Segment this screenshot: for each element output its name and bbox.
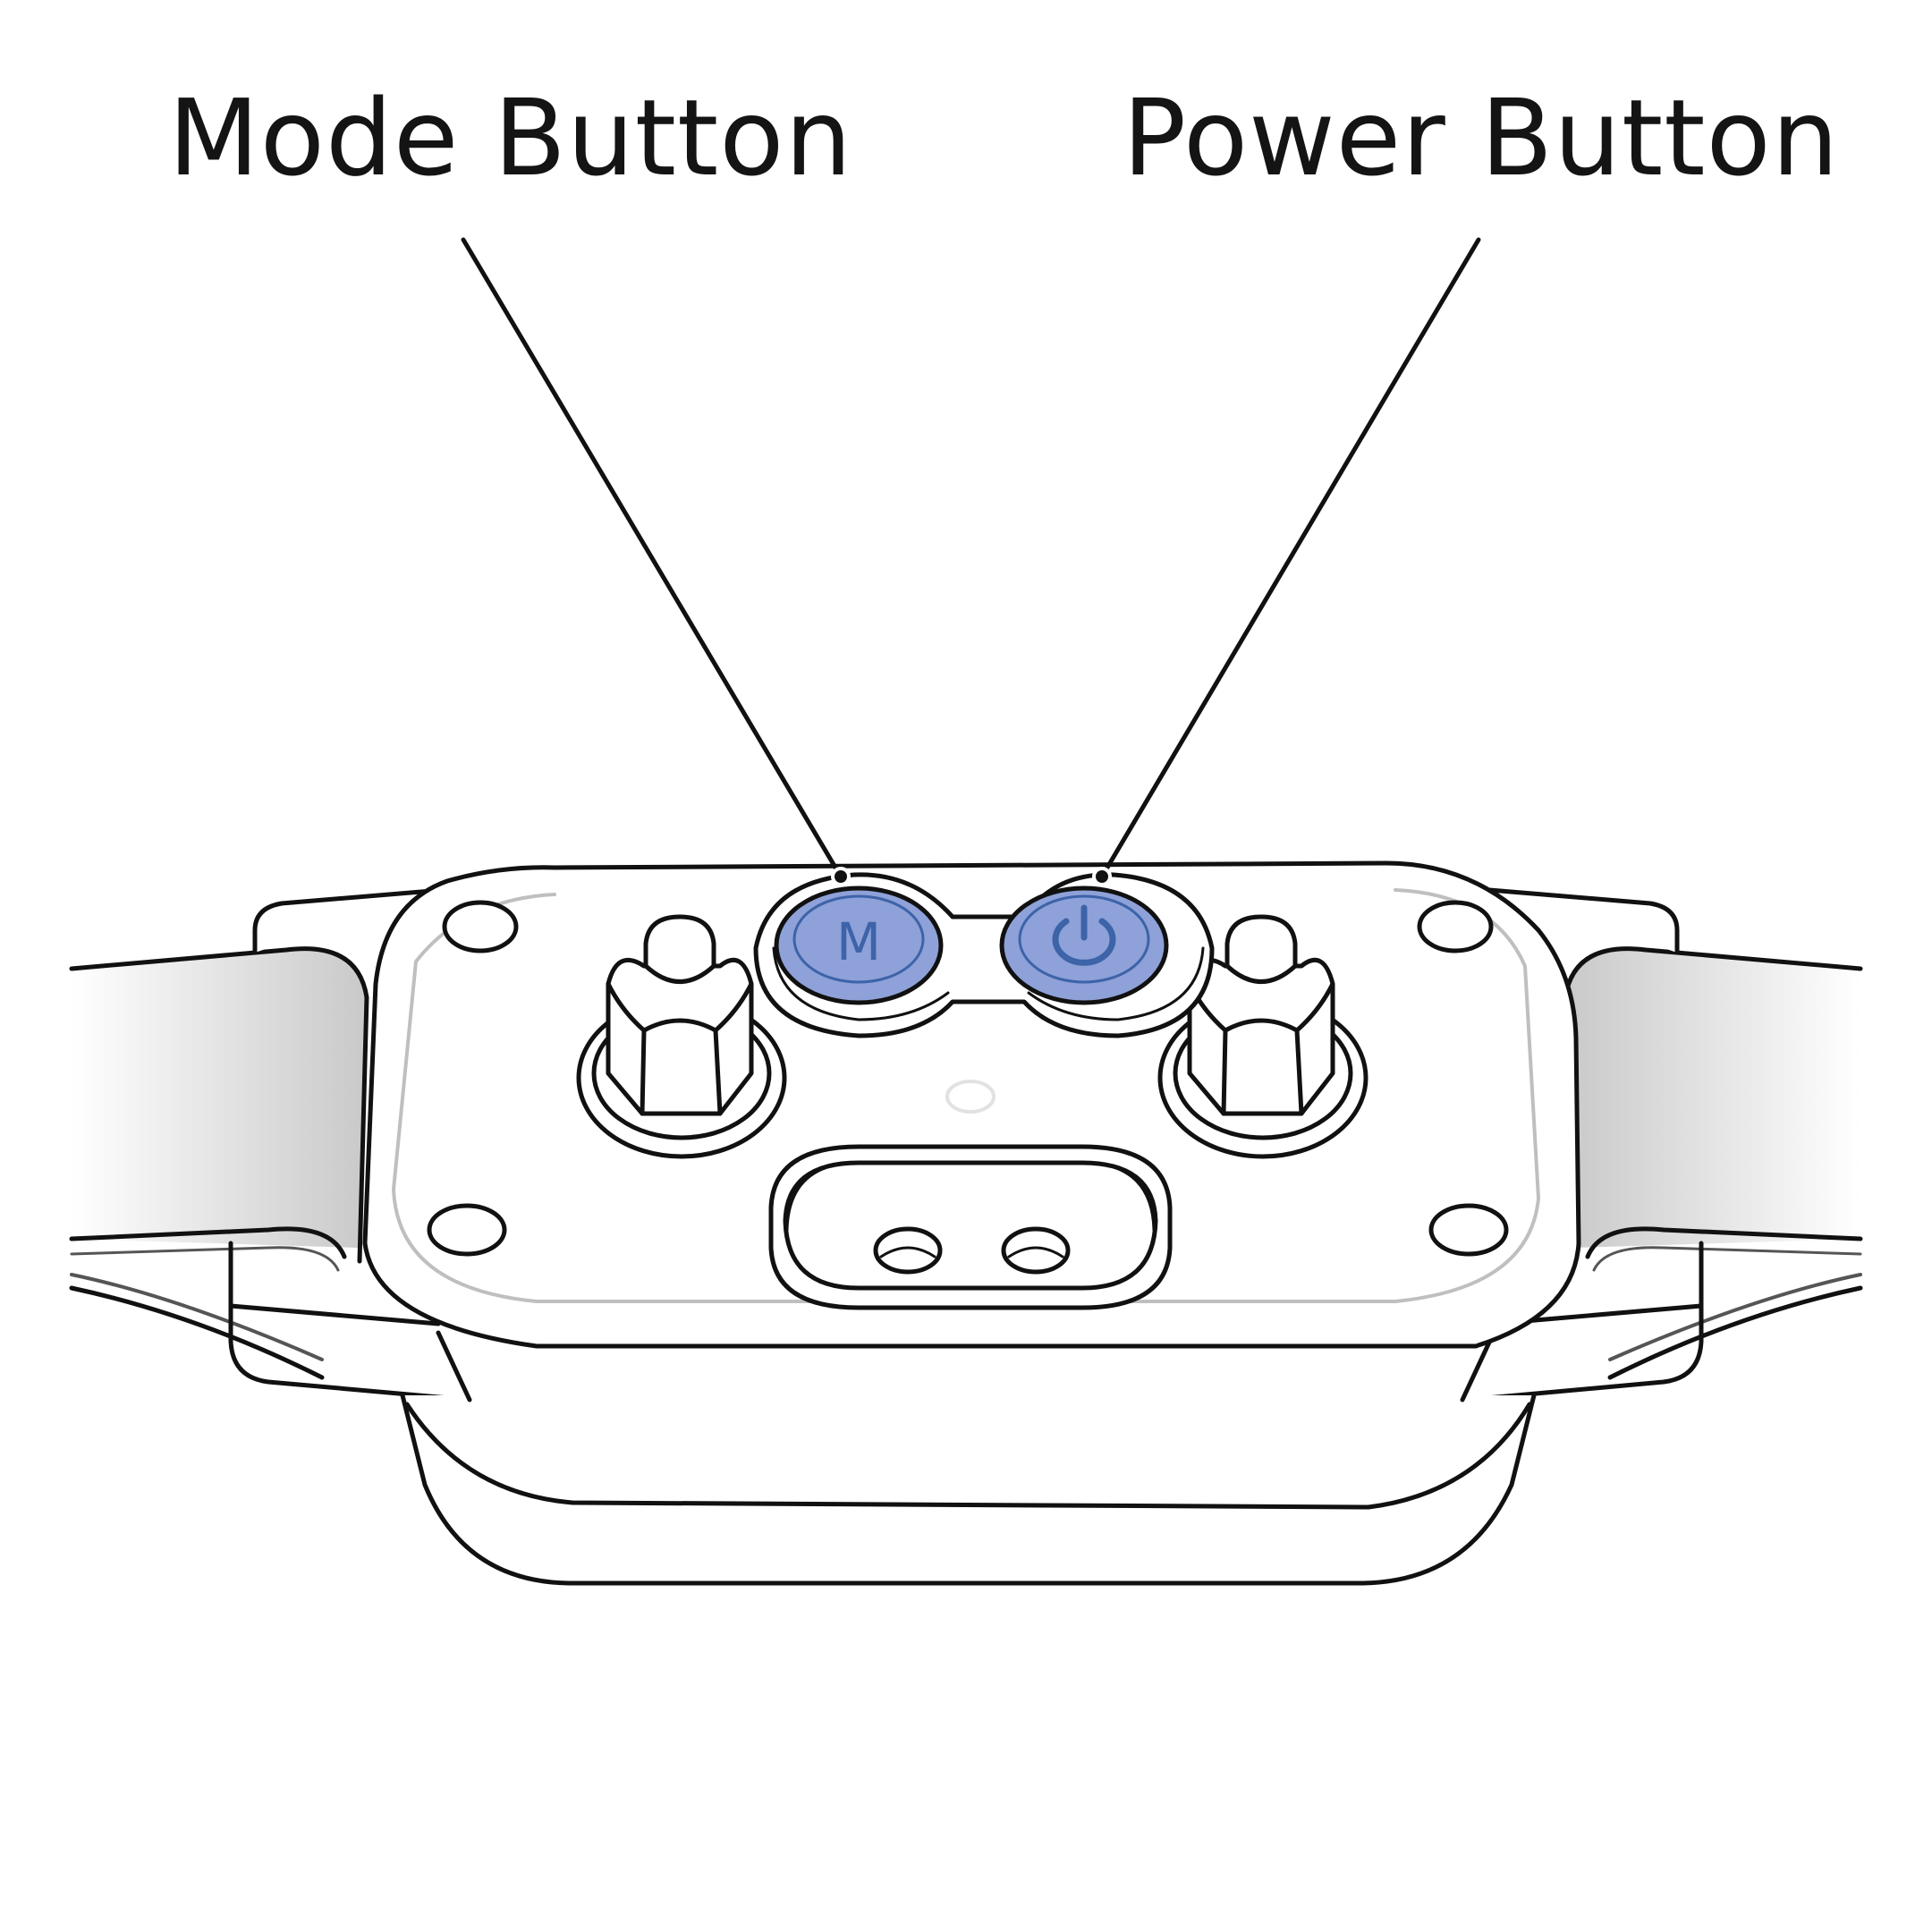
mode-leader-dot	[831, 867, 851, 886]
strap-guide-left	[228, 887, 472, 1402]
screw-holes	[427, 900, 1509, 1257]
charging-pin-right	[1001, 1226, 1071, 1275]
left-strap	[69, 946, 369, 1380]
contact-post-left	[576, 914, 787, 1159]
charging-pin-left	[873, 1226, 943, 1275]
mode-button-label: Mode Button	[168, 76, 853, 199]
housing-body	[400, 1330, 1537, 1586]
mode-button	[774, 886, 944, 1005]
mode-button-glyph: M	[836, 911, 881, 972]
screw-hole-top-right	[1417, 900, 1494, 953]
power-leader-dot	[1092, 867, 1112, 886]
led-indicator	[945, 1080, 996, 1114]
power-button-label: Power Button	[1123, 76, 1840, 199]
charging-port	[768, 1144, 1173, 1310]
screw-hole-top-left	[442, 900, 519, 953]
power-button	[999, 886, 1169, 1005]
mode-leader-line	[461, 237, 843, 879]
power-leader-line	[1099, 237, 1481, 879]
power-icon	[1052, 904, 1116, 966]
screw-hole-bottom-right	[1428, 1203, 1509, 1257]
screw-hole-bottom-left	[427, 1203, 507, 1257]
contact-post-right	[1157, 914, 1368, 1159]
right-strap	[1563, 946, 1863, 1380]
